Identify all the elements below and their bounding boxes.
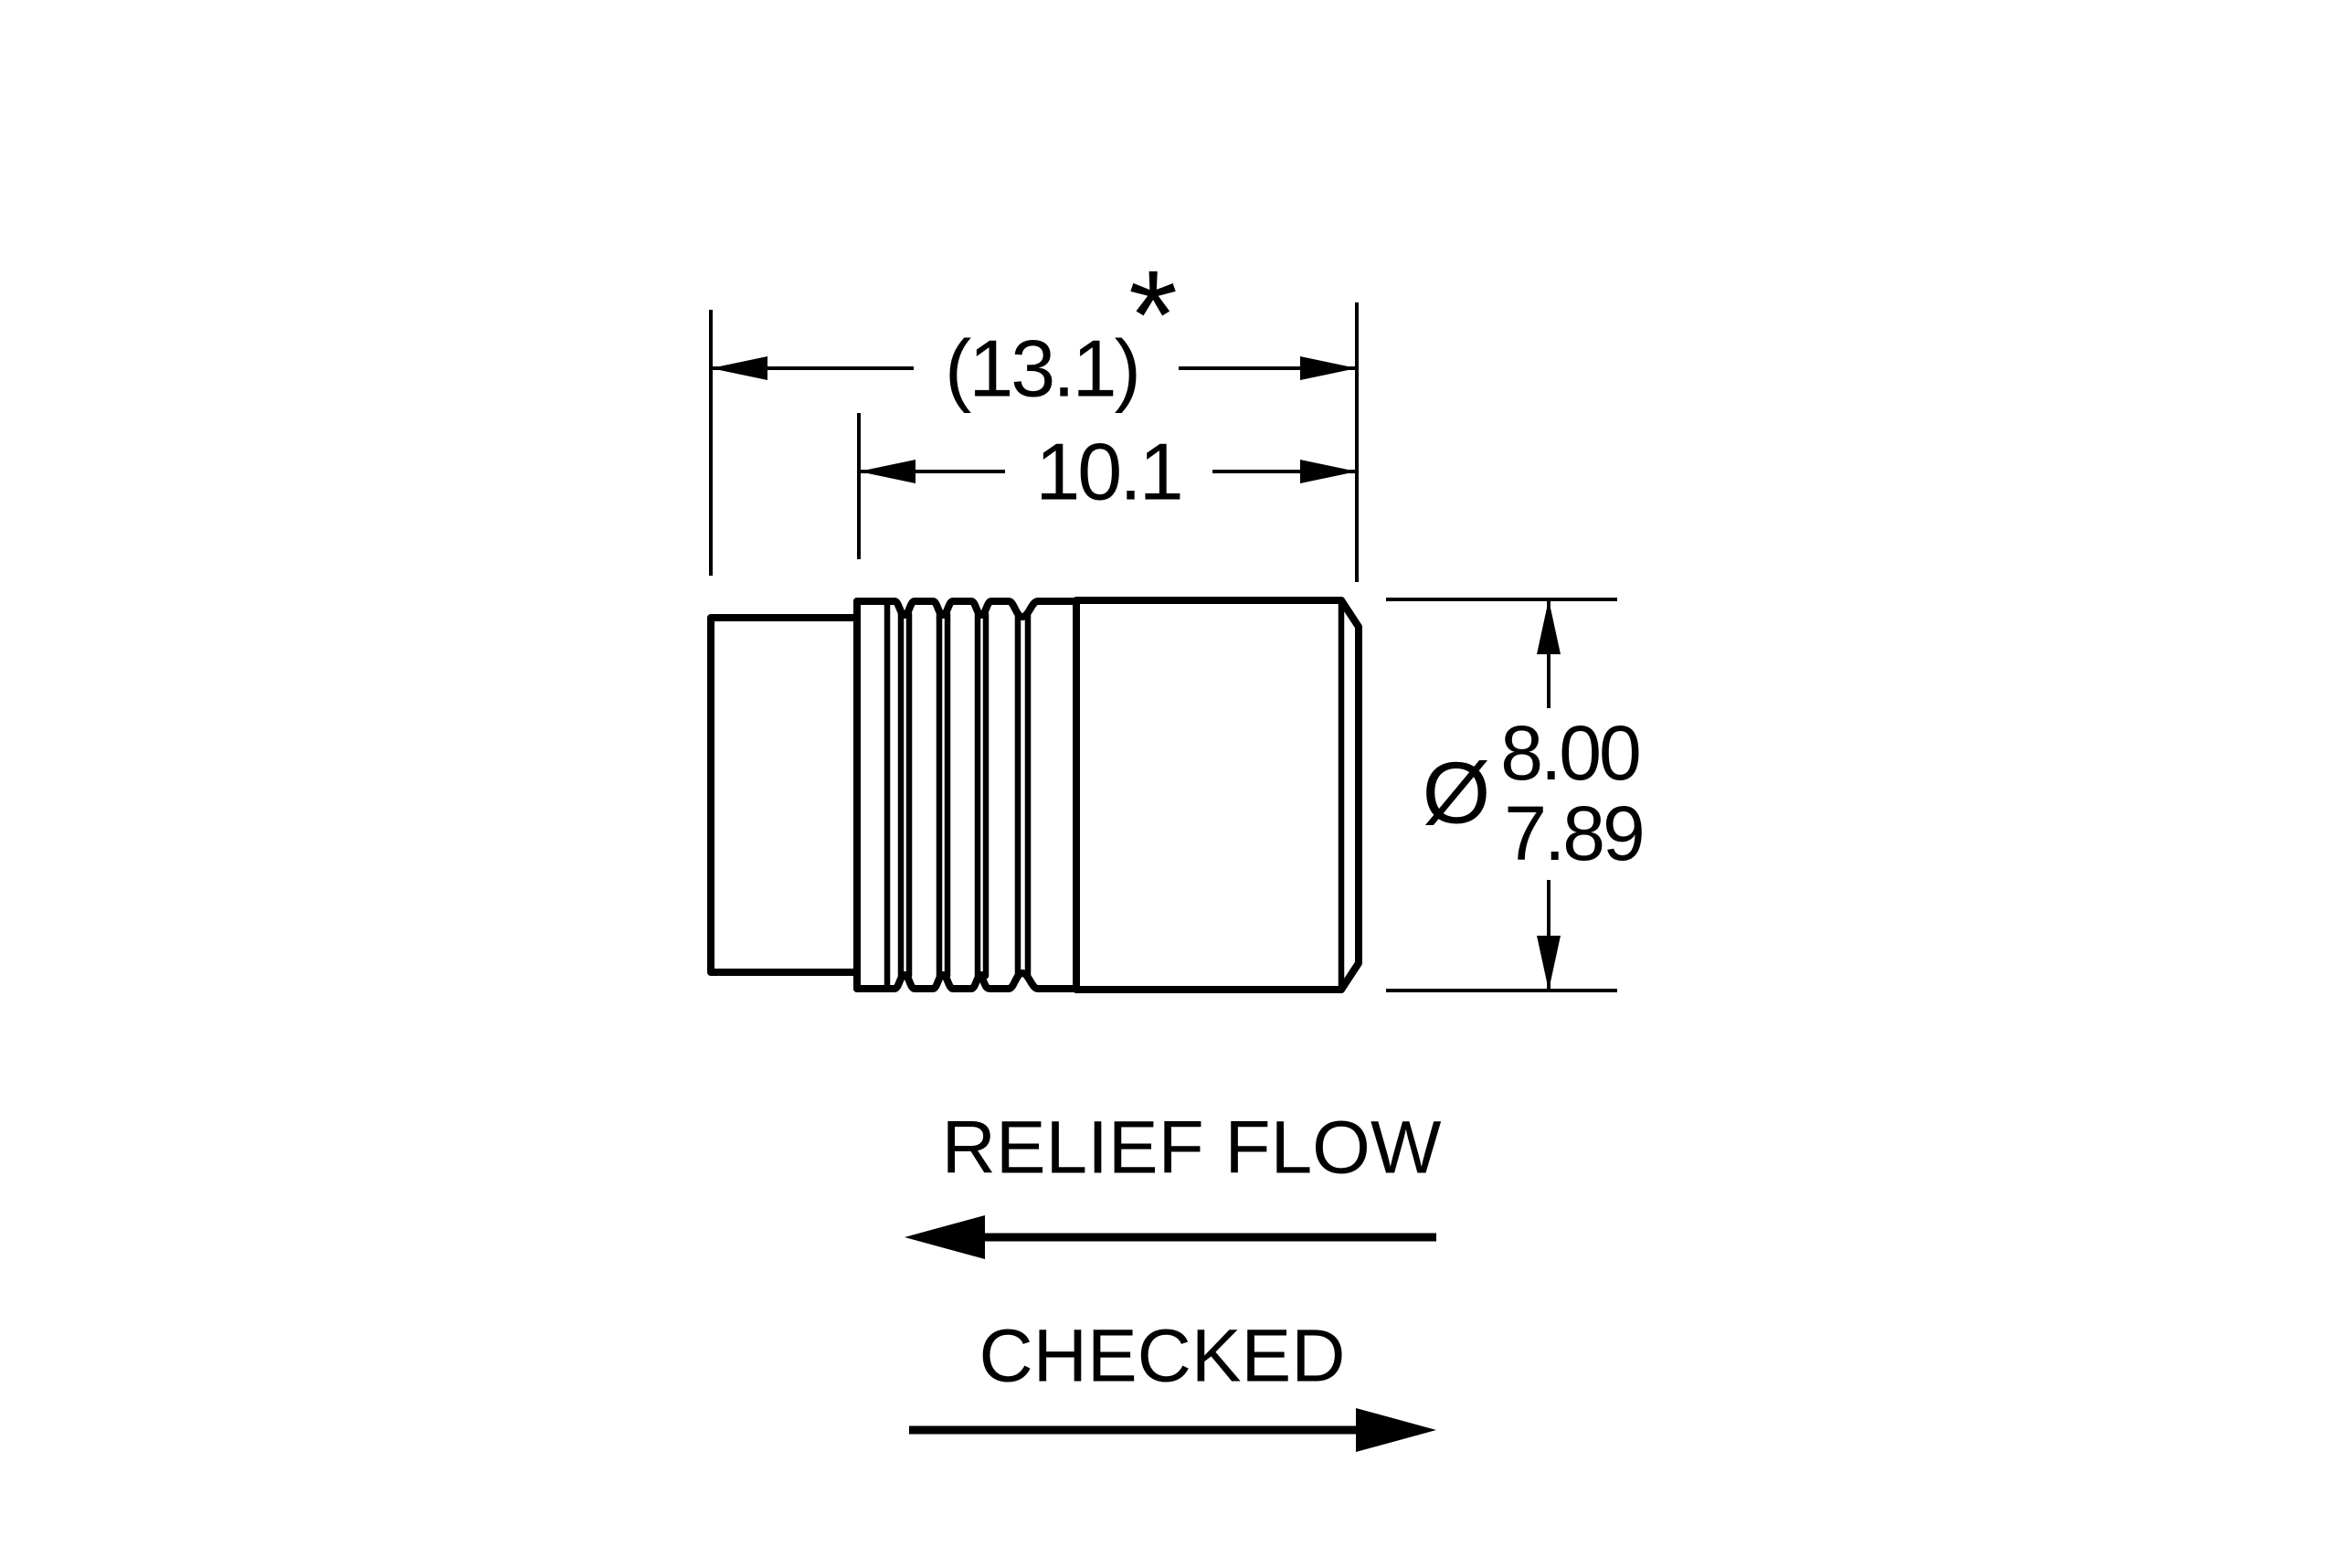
dimension-arrowhead-left — [711, 356, 767, 380]
dimension-arrowhead-down — [1537, 936, 1561, 991]
relief-flow-arrow — [905, 1215, 1436, 1259]
thread-length-dimension-text: 10.1 — [1035, 427, 1180, 517]
dimension-arrowhead-left — [859, 460, 915, 483]
asterisk-footnote-marker: * — [1128, 245, 1178, 386]
checked-label: CHECKED — [979, 1315, 1346, 1398]
plain-shank-outline — [707, 614, 861, 976]
flow-annotations: RELIEF FLOW CHECKED — [905, 1107, 1442, 1452]
dimension-arrowhead-right — [1300, 356, 1357, 380]
overall-length-dimension-text: (13.1) — [945, 323, 1138, 414]
checked-arrow — [909, 1408, 1436, 1452]
checked-arrowhead-right — [1356, 1408, 1436, 1452]
dimension-arrowhead-right — [1300, 460, 1357, 483]
part-view — [707, 597, 1362, 993]
diameter-lower-value: 7.89 — [1504, 790, 1643, 876]
diameter-upper-value: 8.00 — [1500, 710, 1639, 796]
diameter-symbol: Ø — [1423, 745, 1491, 842]
body-outline — [1073, 597, 1362, 993]
relief-flow-label: RELIEF FLOW — [942, 1107, 1442, 1190]
dimension-arrowhead-up — [1537, 599, 1561, 654]
relief-flow-arrowhead-left — [905, 1215, 985, 1259]
dimension-annotations: (13.1) * 10.1 Ø 8.00 7.89 — [709, 245, 1646, 992]
